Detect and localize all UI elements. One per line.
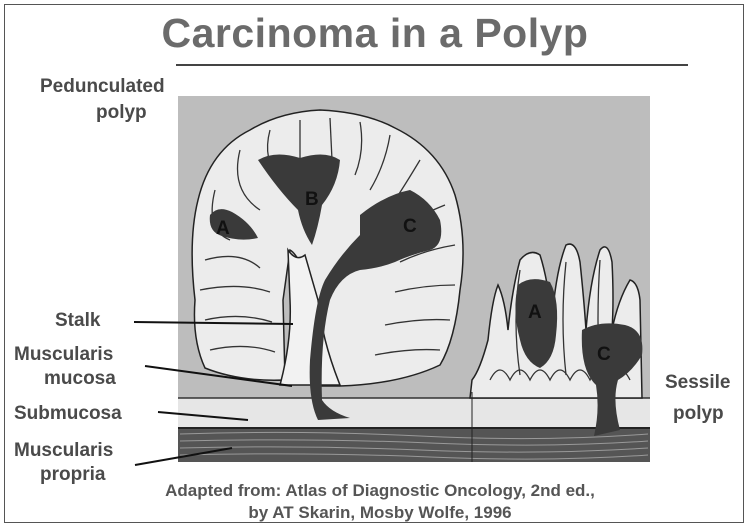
label-muscularis-mucosa-1: Muscularis (14, 344, 113, 366)
label-pedunculated-polyp: polyp (96, 102, 147, 124)
muscularis-propria-layer (178, 428, 650, 462)
label-sessile-polyp: polyp (673, 403, 724, 425)
label-muscularis-mucosa-2: mucosa (44, 368, 116, 390)
label-muscularis-propria-1: Muscularis (14, 440, 113, 462)
label-pedunculated: Pedunculated (40, 76, 165, 98)
caption-line-1: Adapted from: Atlas of Diagnostic Oncolo… (120, 480, 640, 502)
marker-c-sessile: C (597, 344, 611, 365)
marker-b: B (305, 189, 319, 210)
label-muscularis-propria-2: propria (40, 464, 105, 486)
caption-line-2: by AT Skarin, Mosby Wolfe, 1996 (120, 502, 640, 524)
submucosa-layer (178, 398, 650, 428)
label-submucosa: Submucosa (14, 403, 122, 425)
label-stalk: Stalk (55, 310, 100, 332)
label-sessile: Sessile (665, 372, 731, 394)
source-caption: Adapted from: Atlas of Diagnostic Oncolo… (120, 480, 640, 524)
marker-a-sessile: A (528, 302, 542, 323)
marker-a-pedunculated: A (216, 218, 230, 239)
marker-c-pedunculated: C (403, 216, 417, 237)
